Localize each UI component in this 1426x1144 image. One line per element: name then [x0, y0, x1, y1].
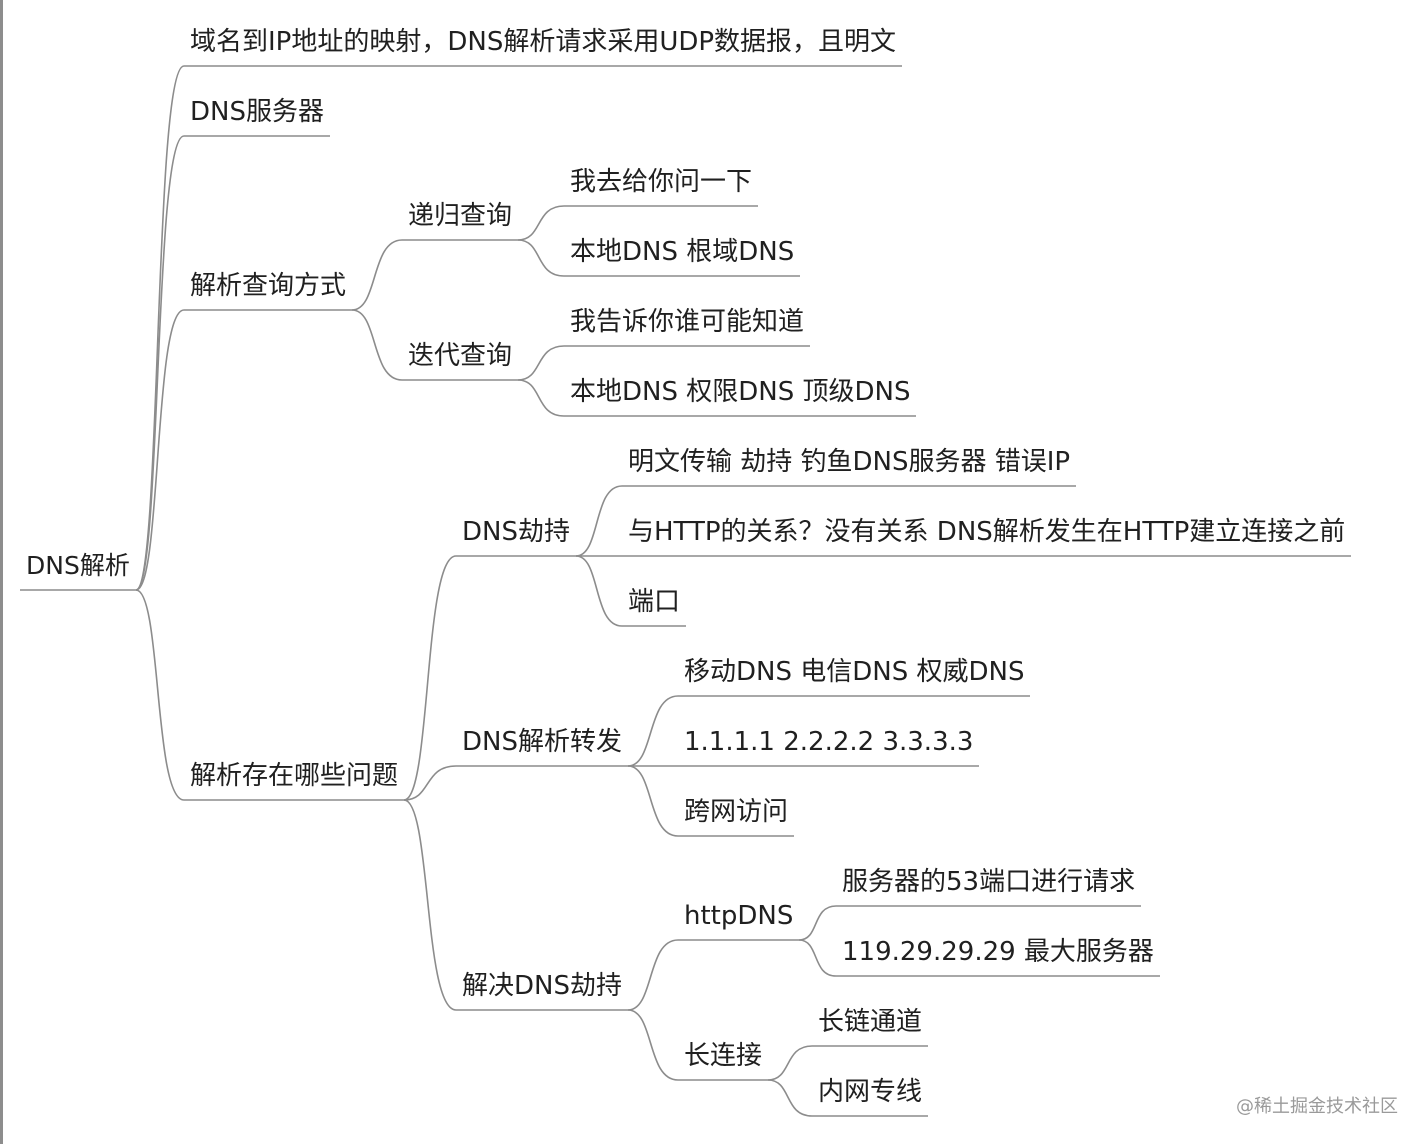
- branch-node-intranet-line: [767, 1079, 813, 1117]
- node-intranet-line[interactable]: 内网专线: [818, 1077, 923, 1107]
- node-problems[interactable]: 解析存在哪些问题: [190, 761, 399, 791]
- branch-node-problems: [135, 589, 185, 801]
- node-dns-mapping[interactable]: 域名到IP地址的映射，DNS解析请求采用UDP数据报，且明文: [190, 27, 897, 57]
- branch-node-long-channel: [767, 1045, 813, 1081]
- branch-node-iterative-desc: [517, 345, 565, 381]
- branch-node-httpdns-port: [798, 905, 837, 941]
- node-query-methods[interactable]: 解析查询方式: [190, 271, 347, 301]
- branch-node-hijack-causes: [575, 485, 623, 557]
- node-hijack-causes[interactable]: 明文传输 劫持 钓鱼DNS服务器 错误IP: [628, 447, 1071, 477]
- node-recursive-query[interactable]: 递归查询: [408, 201, 513, 231]
- node-forwarding-dns-types[interactable]: 移动DNS 电信DNS 权威DNS: [684, 657, 1025, 687]
- node-forwarding-ips[interactable]: 1.1.1.1 2.2.2.2 3.3.3.3: [684, 727, 974, 757]
- branch-node-recursive-desc: [517, 205, 565, 241]
- node-solve-hijack[interactable]: 解决DNS劫持: [462, 971, 622, 1001]
- branch-node-hijack-port: [575, 555, 623, 627]
- branch-node-long-connection: [627, 1009, 679, 1081]
- branch-node-query-methods: [135, 309, 185, 591]
- branch-node-forwarding-dns-types: [627, 695, 679, 767]
- branch-node-httpdns: [627, 939, 679, 1011]
- node-iterative-chain[interactable]: 本地DNS 权限DNS 顶级DNS: [570, 377, 911, 407]
- branch-node-solve-hijack: [403, 799, 457, 1011]
- branch-node-iterative-query: [351, 309, 403, 381]
- node-httpdns-port[interactable]: 服务器的53端口进行请求: [842, 867, 1136, 897]
- branch-node-cross-network: [627, 765, 679, 837]
- node-recursive-chain[interactable]: 本地DNS 根域DNS: [570, 237, 795, 267]
- branch-node-dns-forwarding: [403, 765, 457, 801]
- node-httpdns[interactable]: httpDNS: [684, 901, 794, 931]
- node-hijack-http-relation[interactable]: 与HTTP的关系？没有关系 DNS解析发生在HTTP建立连接之前: [628, 517, 1346, 547]
- node-iterative-query[interactable]: 迭代查询: [408, 341, 513, 371]
- node-long-connection[interactable]: 长连接: [684, 1041, 763, 1071]
- node-recursive-desc[interactable]: 我去给你问一下: [570, 167, 753, 197]
- node-dns-forwarding[interactable]: DNS解析转发: [462, 727, 622, 757]
- branch-node-iterative-chain: [517, 379, 565, 417]
- branch-node-httpdns-ip: [798, 939, 837, 977]
- branch-node-dns-server: [135, 135, 185, 591]
- node-dns-hijack[interactable]: DNS劫持: [462, 517, 570, 547]
- node-cross-network[interactable]: 跨网访问: [684, 797, 789, 827]
- node-long-channel[interactable]: 长链通道: [818, 1007, 923, 1037]
- node-httpdns-ip[interactable]: 119.29.29.29 最大服务器: [842, 937, 1154, 967]
- node-dns-server[interactable]: DNS服务器: [190, 97, 324, 127]
- branch-node-recursive-chain: [517, 239, 565, 277]
- branch-node-dns-hijack: [403, 555, 457, 801]
- node-hijack-port[interactable]: 端口: [628, 587, 681, 617]
- node-iterative-desc[interactable]: 我告诉你谁可能知道: [570, 307, 805, 337]
- watermark: @稀土掘金技术社区: [1236, 1096, 1398, 1117]
- branch-node-recursive-query: [351, 239, 403, 311]
- root-node[interactable]: DNS解析: [26, 551, 130, 580]
- window-left-border: [0, 0, 3, 1144]
